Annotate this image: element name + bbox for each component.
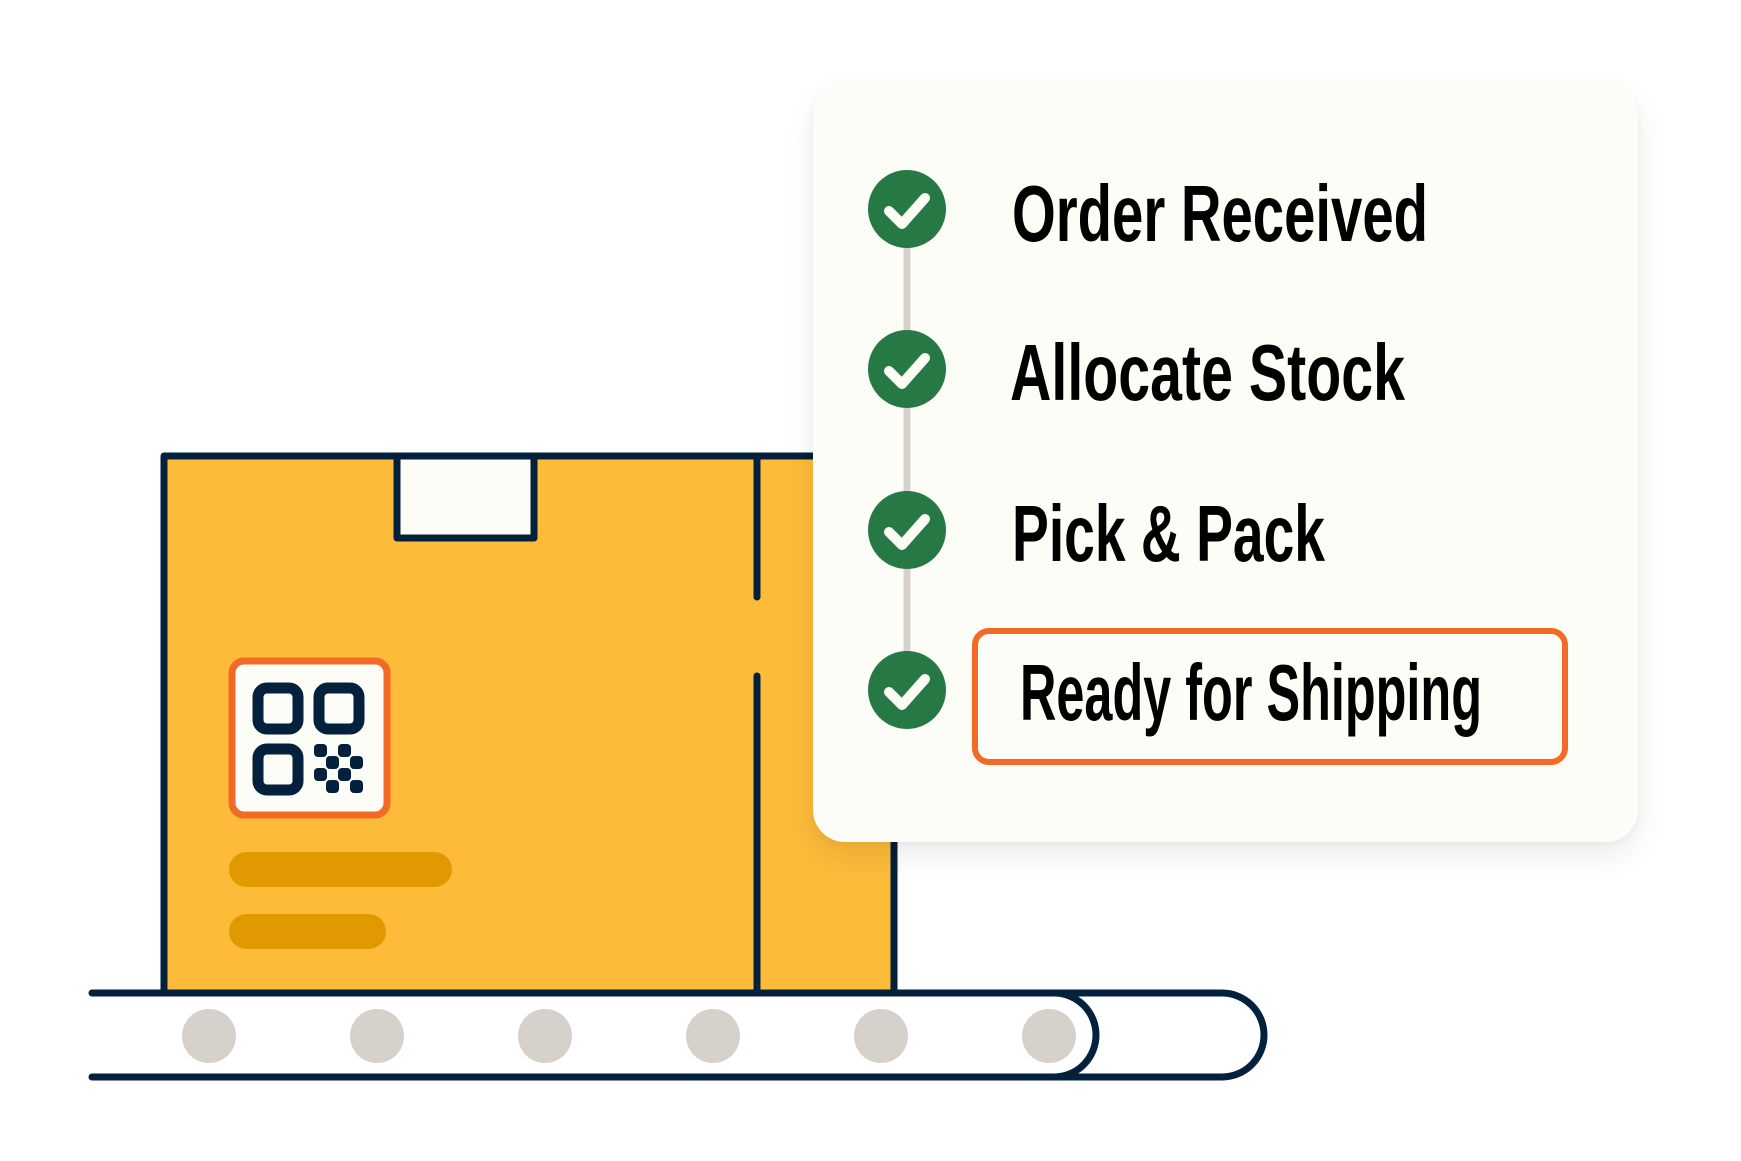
- conveyor-roller: [182, 1009, 236, 1063]
- conveyor-belt: [88, 989, 1268, 1081]
- conveyor-roller: [350, 1009, 404, 1063]
- conveyor-roller: [854, 1009, 908, 1063]
- box-tape: [393, 452, 538, 542]
- conveyor-roller: [518, 1009, 572, 1063]
- label-text-bar: [229, 852, 452, 887]
- conveyor-roller: [686, 1009, 740, 1063]
- cardboard-box: [160, 452, 898, 997]
- qr-code-icon: [228, 657, 391, 819]
- conveyor-roller: [1022, 1009, 1076, 1063]
- label-text-bar: [229, 914, 386, 949]
- order-status-card: [813, 83, 1638, 842]
